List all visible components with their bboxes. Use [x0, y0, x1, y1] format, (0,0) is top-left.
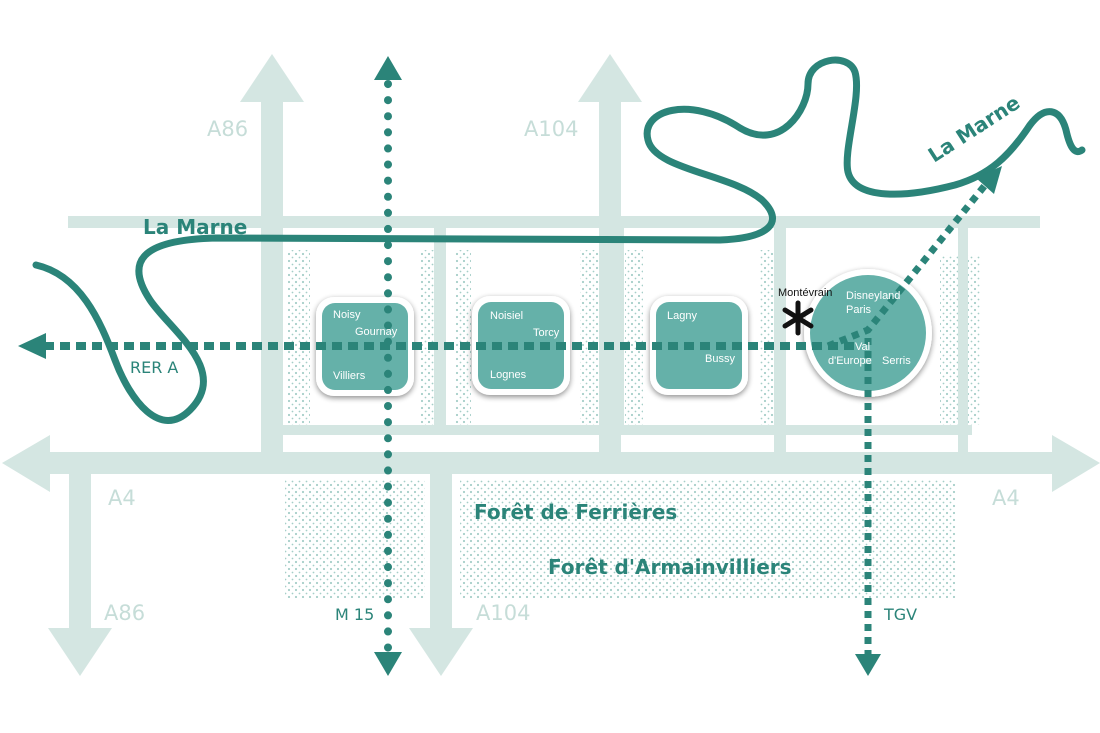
road-label-a104-top: A104 [524, 117, 578, 141]
a104-north-arrow [578, 54, 642, 102]
a86-south-arrow [48, 628, 112, 676]
rer-a-line [18, 333, 855, 359]
a4-west-arrow [2, 435, 50, 492]
metro-m15-label: M 15 [335, 605, 374, 624]
tgv-northeast-arrow [976, 166, 1002, 194]
town-serris: Serris [882, 355, 911, 367]
town-paris: Paris [846, 304, 872, 316]
road-v-1 [434, 222, 446, 432]
river-label-west: La Marne [143, 215, 247, 239]
a86-north-shaft [261, 100, 283, 460]
tgv-line [826, 166, 1002, 676]
town-lagny: Lagny [667, 310, 697, 322]
road-label-a86-top: A86 [207, 117, 248, 141]
road-label-a4-left: A4 [108, 486, 136, 510]
urban-dots-1 [288, 250, 310, 425]
metro-m15-line [374, 56, 402, 676]
road-label-a86-bottom: A86 [104, 601, 145, 625]
asterisk-icon [782, 300, 814, 336]
a86-south-shaft [69, 460, 91, 630]
road-label-a4-right: A4 [992, 486, 1020, 510]
forest-armainvilliers-label: Forêt d'Armainvilliers [548, 555, 792, 579]
a86-north-arrow [240, 54, 304, 102]
forest-ferrieres-area [460, 480, 956, 598]
tgv-label: TGV [883, 605, 917, 624]
urban-dots-4 [580, 250, 600, 425]
town-disneyland: Disneyland [846, 290, 900, 302]
road-v-4 [958, 222, 968, 462]
road-label-a104-bottom: A104 [476, 601, 530, 625]
town-villiers: Villiers [333, 370, 366, 382]
town-noisiel: Noisiel [490, 310, 523, 322]
town-torcy: Torcy [533, 327, 560, 339]
river-marne [32, 56, 1086, 424]
zone-noisiel-lognes [472, 296, 570, 395]
town-val: Val [855, 341, 870, 353]
metro-m15-north-arrow [374, 56, 402, 80]
a104-south-arrow [409, 628, 473, 676]
forest-west-area [285, 480, 425, 598]
forest-ferrieres-label: Forêt de Ferrières [474, 500, 677, 524]
town-bussy: Bussy [705, 353, 735, 365]
rer-a-west-arrow [18, 333, 46, 359]
a104-north-shaft [599, 100, 621, 460]
tgv-diagonal-track [826, 181, 989, 350]
road-top-horizontal [68, 216, 1040, 228]
urban-dots-3 [455, 250, 471, 425]
tgv-south-arrow [855, 654, 881, 676]
zone-lagny-bussy [650, 296, 748, 395]
urban-dots-2 [420, 250, 438, 425]
poi-montevrain-label: Montévrain [778, 287, 832, 299]
rer-a-label: RER A [130, 358, 178, 377]
a4-shaft [48, 452, 1054, 474]
town-noisy: Noisy [333, 309, 361, 321]
urban-dots-6 [760, 250, 774, 425]
metro-m15-south-arrow [374, 652, 402, 676]
town-d-europe: d'Europe [828, 355, 872, 367]
a4-east-arrow [1052, 435, 1100, 492]
town-gournay: Gournay [355, 326, 398, 338]
road-mid-horizontal [282, 425, 972, 435]
a104-south-shaft [430, 460, 452, 630]
town-lognes: Lognes [490, 369, 527, 381]
urban-dots-5 [625, 250, 643, 425]
